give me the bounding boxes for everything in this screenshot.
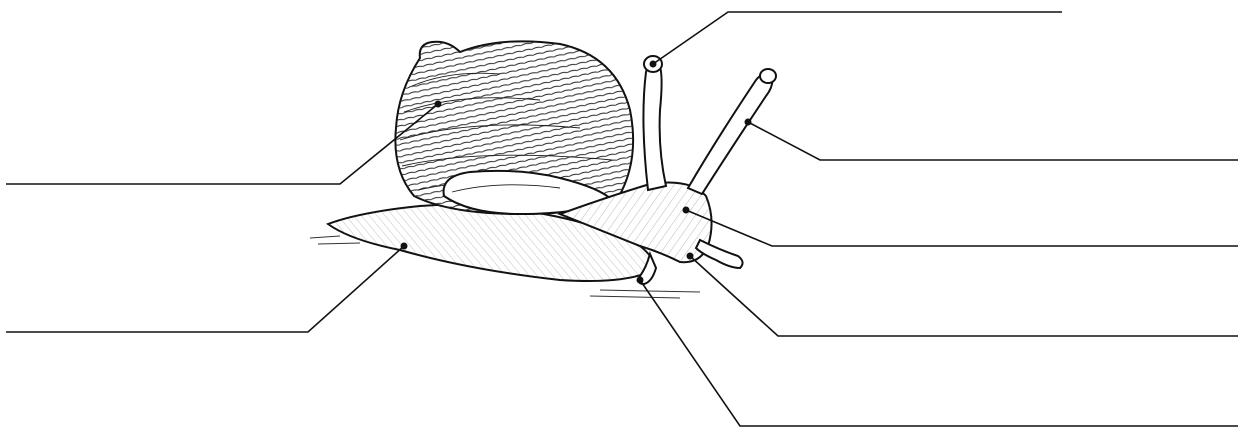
anchor-shell [435, 101, 442, 108]
leader-lower-tentacle [640, 280, 1238, 426]
anchor-head [683, 207, 690, 214]
upper-tentacle-left [643, 56, 666, 190]
anchor-foot [401, 243, 408, 250]
leader-shell [6, 104, 438, 184]
anchor-upper-tentacle-stalk [745, 119, 752, 126]
anchor-upper-tentacle-tip [650, 61, 657, 68]
leader-foot [6, 246, 404, 332]
snail-shell [395, 41, 633, 214]
upper-tentacle-right [688, 69, 776, 194]
leader-head [686, 210, 1238, 246]
leader-mouth [690, 256, 1238, 336]
anchor-lower-tentacle [637, 277, 644, 284]
leader-upper-tentacle-tip [653, 12, 1062, 64]
leader-upper-tentacle-stalk [748, 122, 1238, 160]
anchor-mouth [687, 253, 694, 260]
